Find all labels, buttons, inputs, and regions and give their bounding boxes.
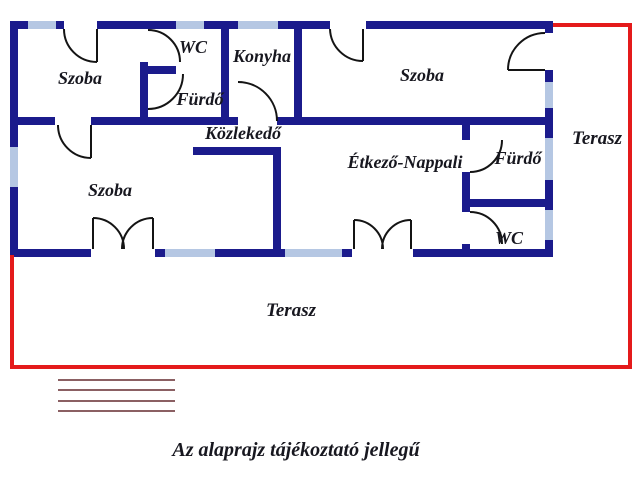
room-label-furdo-top: Fürdő (175, 89, 224, 109)
room-label-szoba-top-left: Szoba (58, 68, 102, 88)
window-glass-segments (10, 21, 553, 257)
door-arc (57, 124, 92, 159)
door-arc (121, 217, 154, 250)
door-arc (469, 139, 503, 173)
note-lines (58, 379, 175, 412)
room-label-szoba-top-right: Szoba (400, 65, 444, 85)
door-swings (57, 28, 546, 250)
window-icon (285, 249, 342, 257)
window-icon (10, 147, 18, 187)
window-icon (238, 21, 278, 29)
room-label-wc-top: WC (179, 37, 208, 57)
room-label-konyha: Konyha (232, 46, 291, 66)
door-arc (507, 32, 546, 71)
window-icon (28, 21, 56, 29)
door-arc (353, 219, 384, 250)
room-label-terasz-bottom: Terasz (266, 300, 317, 321)
window-icon (176, 21, 204, 29)
window-icon (165, 249, 215, 257)
door-arc (147, 29, 181, 63)
terrace-outline (10, 23, 632, 369)
room-labels: Szoba WC Konyha Fürdő Szoba Terasz Közle… (58, 37, 623, 321)
door-arc (381, 219, 412, 250)
door-arc (329, 28, 364, 62)
window-icon (545, 82, 553, 108)
interior-walls (10, 29, 553, 257)
room-label-kozlekedo: Közlekedő (204, 123, 282, 143)
door-arc (63, 28, 98, 63)
window-icon (545, 210, 553, 240)
door-arc (237, 81, 278, 122)
room-label-furdo-right: Fürdő (493, 148, 542, 168)
window-icon (545, 138, 553, 180)
caption-disclaimer: Az alaprajz tájékoztató jellegű (170, 439, 420, 461)
room-label-wc-right: WC (495, 228, 524, 248)
door-arc (147, 73, 184, 110)
room-label-terasz-right: Terasz (572, 128, 623, 149)
door-arc (92, 217, 125, 250)
room-label-etkezo-nappali: Étkező-Nappali (347, 151, 463, 172)
door-arc (469, 211, 503, 245)
room-label-szoba-bottom: Szoba (88, 180, 132, 200)
